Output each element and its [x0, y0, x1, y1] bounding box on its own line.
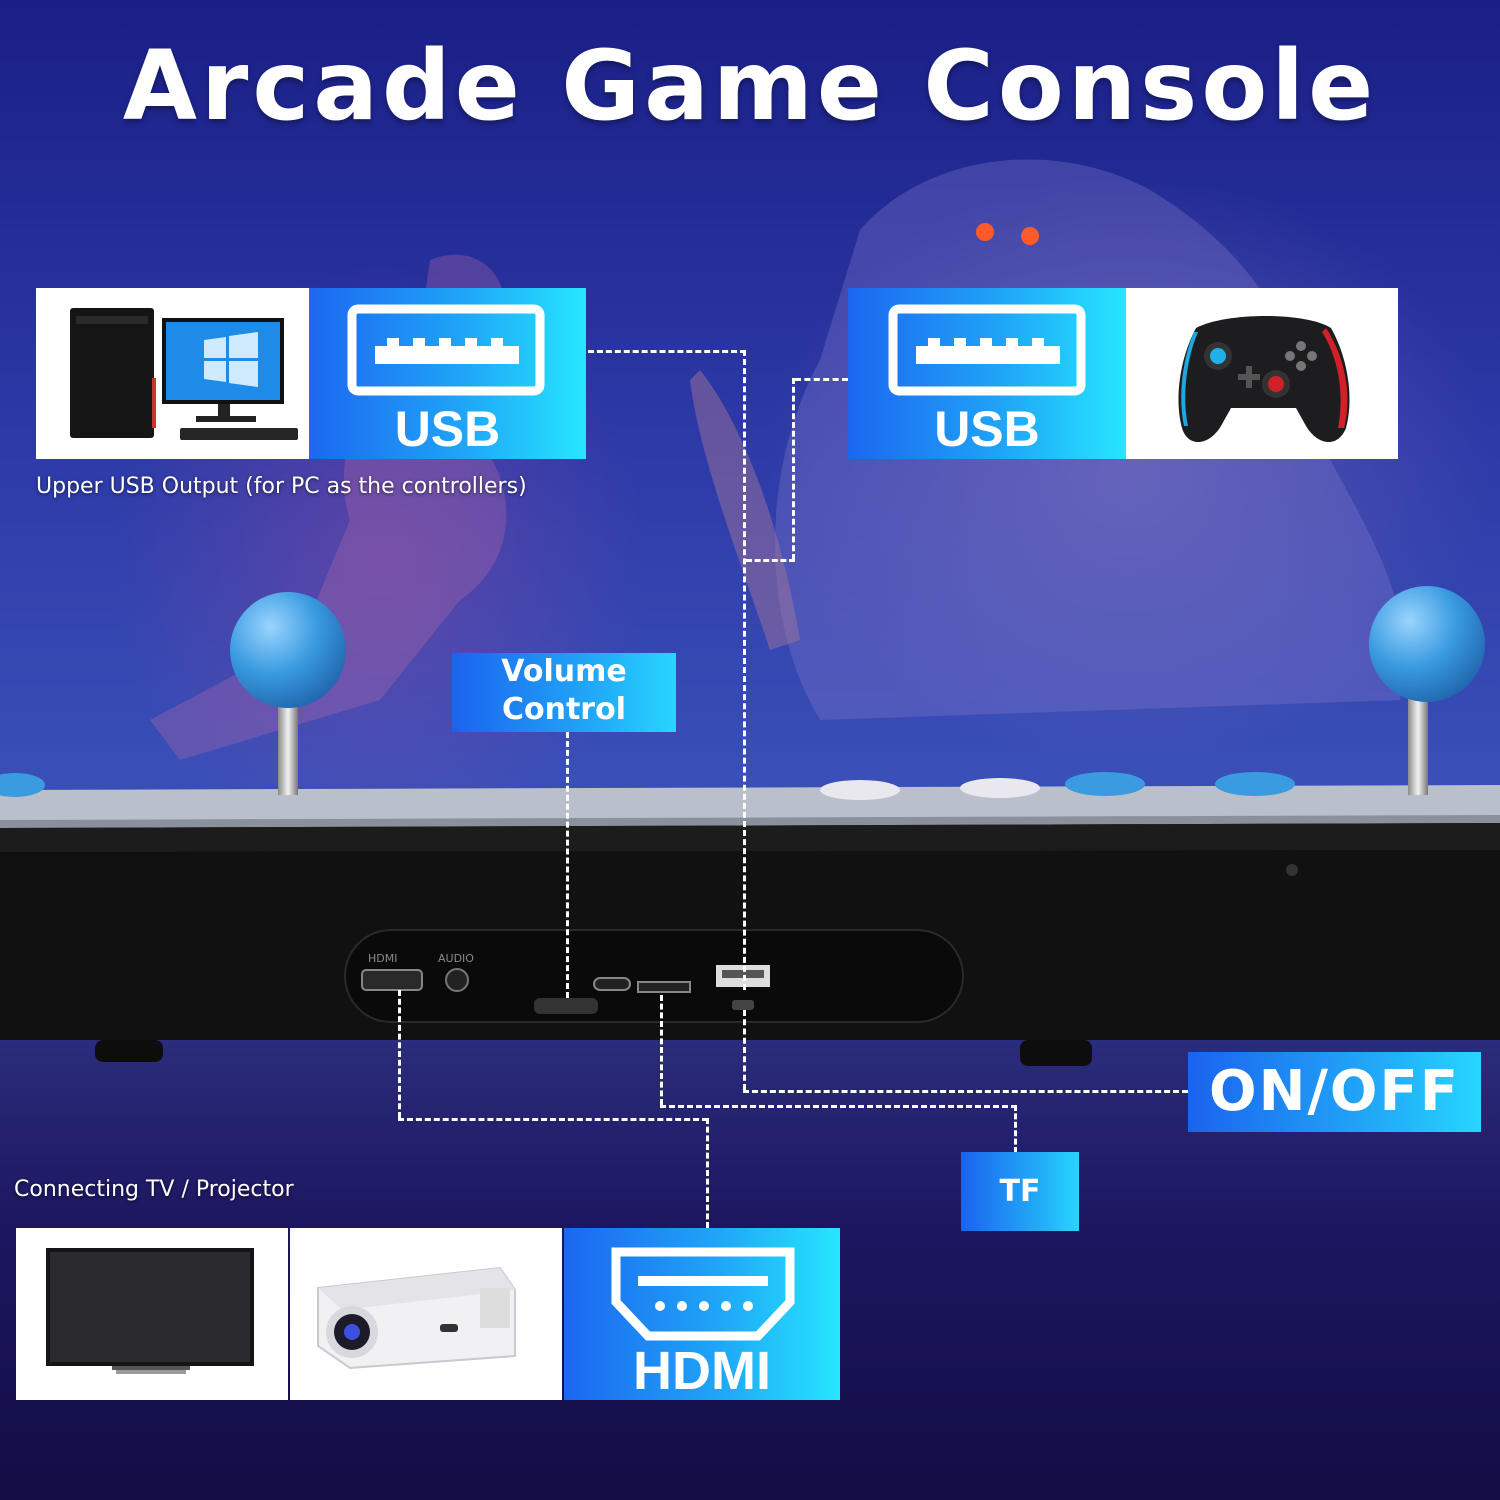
hdmi-label: HDMI [633, 1341, 771, 1401]
usb-left-panel: USB [309, 288, 586, 459]
volume-control-tag: Volume Control [452, 653, 676, 732]
tv-device-panel [16, 1228, 288, 1400]
arcade-console [0, 586, 1500, 1066]
volume-tag-line1: Volume [501, 654, 627, 689]
usb-right-label: USB [934, 401, 1040, 457]
projector-icon [317, 1266, 516, 1370]
usb-left-caption: Upper USB Output (for PC as the controll… [36, 474, 527, 499]
connector-line [398, 990, 401, 1118]
port-label-hdmi: HDMI [368, 952, 398, 965]
usb-port-icon [347, 304, 545, 396]
connector-line [660, 995, 663, 1105]
desktop-pc-icon [70, 308, 298, 440]
projector-device-panel [290, 1228, 562, 1400]
connector-line [746, 559, 795, 562]
port-label-audio: AUDIO [438, 952, 474, 965]
power-switch-tag: ON/OFF [1188, 1052, 1481, 1132]
usb-right-panel: USB [848, 288, 1126, 459]
tv-icon [46, 1248, 254, 1374]
connector-line [743, 350, 746, 990]
hdmi-caption: Connecting TV / Projector [14, 1177, 294, 1202]
gamepad-device-panel [1126, 288, 1398, 459]
hdmi-port-icon [611, 1247, 795, 1341]
connector-line [660, 1105, 1017, 1108]
connector-line [398, 1118, 708, 1121]
volume-tag-line2: Control [501, 692, 626, 727]
connector-line [792, 378, 795, 560]
connector-line [706, 1118, 709, 1228]
connector-line [743, 1010, 746, 1090]
connector-line [1014, 1105, 1017, 1153]
page-title: Arcade Game Console [122, 30, 1378, 142]
tf-card-tag: TF [961, 1152, 1079, 1231]
pc-device-panel [36, 288, 309, 459]
gamepad-icon [1178, 316, 1350, 443]
connector-line [588, 350, 746, 353]
hdmi-panel: HDMI [564, 1228, 840, 1401]
connector-line [795, 378, 848, 381]
usb-port-icon [888, 304, 1086, 396]
connector-line [566, 732, 569, 998]
connector-line [743, 1090, 1188, 1093]
usb-left-label: USB [394, 401, 501, 457]
